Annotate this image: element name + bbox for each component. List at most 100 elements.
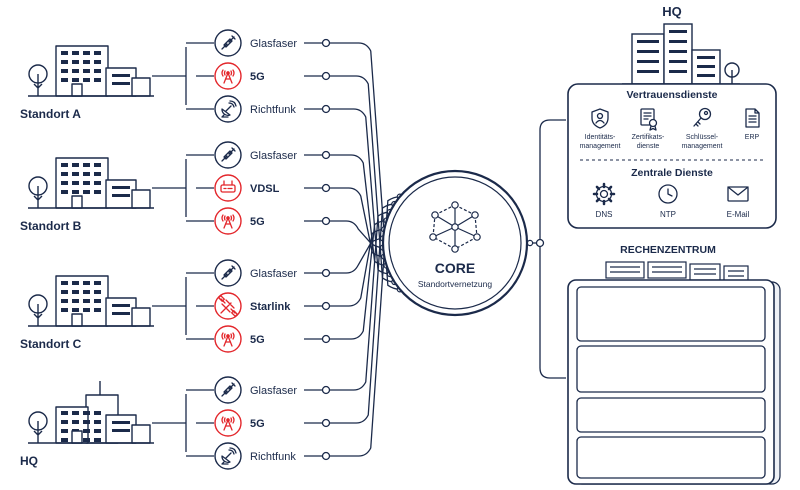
link-icon-ring: [214, 409, 242, 437]
fiber-icon: [221, 382, 236, 397]
link-label: Glasfaser: [250, 268, 297, 280]
link-dot: [321, 104, 331, 114]
server-rack-illustration: [605, 261, 749, 283]
hq-services-card: [567, 83, 777, 229]
link-dot: [321, 418, 331, 428]
link-row: Glasfaser: [196, 376, 331, 404]
trust-service-label-line2: dienste: [637, 143, 660, 150]
link-label: Glasfaser: [250, 385, 297, 397]
backup-card: [576, 436, 766, 479]
central-services-title: Zentrale Dienste: [631, 167, 713, 179]
link-label: Glasfaser: [250, 150, 297, 162]
link-dot: [321, 268, 331, 278]
core-title: CORE: [435, 260, 475, 276]
site-3: HQ Glasfaser 5G Richtfunk: [20, 376, 331, 470]
hq-building-illustration: [622, 23, 740, 85]
link-label: VDSL: [250, 183, 280, 195]
hq-panel: HQVertrauensdiensteIdentitäts-management…: [567, 4, 777, 229]
route-line: [330, 154, 387, 267]
trust-service-label: Identitäts-: [585, 134, 616, 141]
link-row: Glasfaser: [196, 259, 331, 287]
hq-title: HQ: [662, 4, 682, 19]
building-illustration: [28, 275, 154, 327]
link-row: 5G: [196, 409, 331, 437]
fiber-icon: [221, 265, 236, 280]
site-name: HQ: [20, 454, 38, 468]
route-line: [330, 42, 400, 290]
link-row: Glasfaser: [196, 141, 331, 169]
link-dot: [321, 451, 331, 461]
gear-icon: [592, 182, 616, 206]
link-dot: [321, 71, 331, 81]
link-icon-ring: [214, 325, 242, 353]
link-label: Glasfaser: [250, 38, 297, 50]
connection-lines: [330, 42, 566, 457]
site-bracket: [152, 272, 196, 340]
link-label: Richtfunk: [250, 104, 296, 116]
site-name: Standort B: [20, 219, 82, 233]
link-row: Glasfaser: [196, 29, 331, 57]
trust-service-label: Schlüssel-: [686, 134, 719, 141]
route-line: [330, 108, 391, 275]
link-icon-ring: [214, 141, 242, 169]
link-row: Starlink: [196, 292, 331, 320]
link-icon-ring: [214, 207, 242, 235]
virtualization-card: [576, 345, 766, 393]
trust-service-item: Identitäts-management: [580, 108, 621, 150]
shield-user-icon: [591, 108, 609, 129]
site-bracket: [152, 389, 196, 457]
satellite-icon: [218, 295, 238, 317]
fiber-icon: [221, 35, 236, 50]
building-illustration: [28, 45, 154, 97]
link-label: 5G: [250, 71, 265, 83]
router-icon: [220, 180, 236, 193]
route-line: [330, 196, 400, 457]
link-row: 5G: [196, 325, 331, 353]
link-label: 5G: [250, 216, 265, 228]
link-dot: [321, 216, 331, 226]
central-service-item: E-Mail: [727, 186, 750, 219]
storage-card: [576, 397, 766, 433]
site-bracket: [152, 42, 196, 110]
site-name: Standort A: [20, 107, 81, 121]
certificate-icon: [640, 108, 658, 131]
central-service-label: E-Mail: [727, 210, 750, 219]
link-dot: [321, 150, 331, 160]
document-icon: [745, 108, 760, 128]
link-dot: [321, 334, 331, 344]
applications-card: [576, 286, 766, 342]
junction-dot: [535, 238, 545, 248]
cell-tower-icon: [221, 416, 235, 431]
link-row: Richtfunk: [196, 442, 331, 470]
link-row: 5G: [196, 62, 331, 90]
link-icon-ring: [214, 62, 242, 90]
trust-service-item: Schlüssel-management: [682, 107, 722, 150]
right-bus-line: [539, 119, 566, 379]
link-label: Richtfunk: [250, 451, 296, 463]
building-illustration: [28, 157, 154, 209]
satellite-dish-icon: [221, 100, 237, 118]
trust-service-label-line2: management: [580, 143, 621, 150]
central-service-item: DNS: [592, 182, 616, 219]
key-icon: [693, 107, 712, 127]
link-label: 5G: [250, 418, 265, 430]
fiber-icon: [221, 147, 236, 162]
link-label: 5G: [250, 334, 265, 346]
cell-tower-icon: [221, 332, 235, 347]
central-service-label: DNS: [596, 210, 613, 219]
link-dot: [321, 183, 331, 193]
datacenter-panel: RECHENZENTRUMANWENDUNGENVIRTUALISIERUNGS…: [567, 244, 781, 485]
central-service-label: NTP: [660, 210, 676, 219]
trust-service-label: Zertifikats-: [632, 134, 665, 141]
site-bracket: [152, 154, 196, 222]
datacenter-title: RECHENZENTRUM: [620, 244, 716, 256]
link-icon-ring: [214, 29, 242, 57]
route-line: [330, 187, 385, 258]
link-row: Richtfunk: [196, 95, 331, 123]
route-line: [330, 75, 395, 283]
link-row: VDSL: [196, 174, 331, 202]
